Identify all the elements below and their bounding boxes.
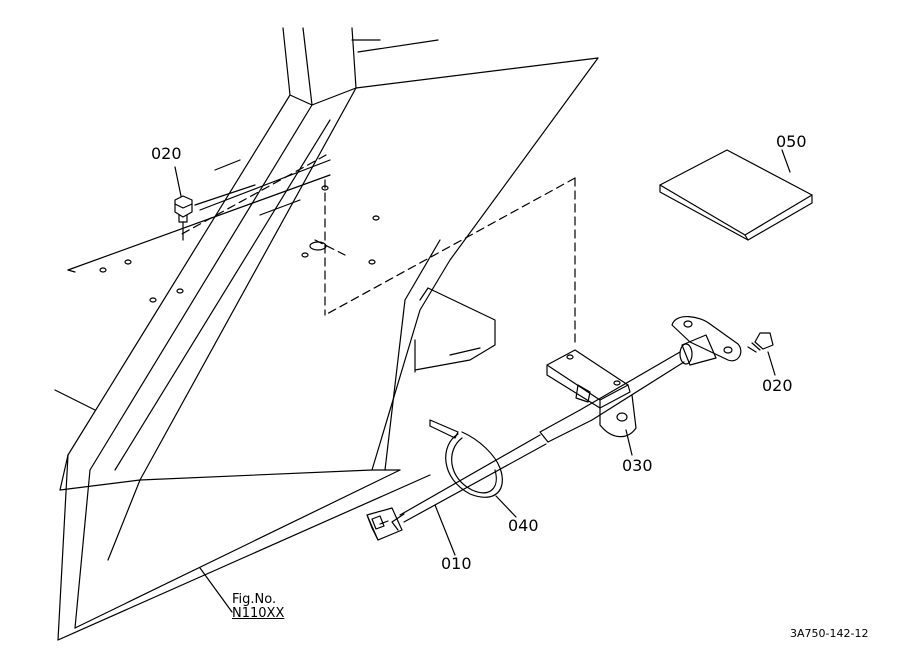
- bolt-right-icon: [747, 332, 774, 353]
- harness-icon: [366, 434, 547, 541]
- label-sheet-icon: [659, 149, 813, 241]
- leader-bolt-right: [767, 351, 776, 376]
- leader-bolt-left: [174, 166, 182, 197]
- leader-fig-no: [199, 567, 233, 613]
- bolt-left-icon: [174, 195, 193, 241]
- switch-assembly: [539, 316, 742, 443]
- figure-caption: Fig.No.: [232, 592, 277, 607]
- machine-frame: [54, 27, 599, 641]
- figure-number: N110XX: [232, 606, 285, 622]
- drawing-code: 3A750-142-12: [790, 627, 869, 640]
- bracket-icon: [546, 349, 637, 438]
- part-number-harness: 010: [441, 554, 472, 573]
- hidden-lines: [179, 154, 576, 346]
- leader-label-sheet: [781, 149, 791, 173]
- figure-number-block: Fig.No. N110XX: [232, 592, 285, 622]
- part-number-label-sheet: 050: [776, 132, 807, 151]
- part-number-bracket: 030: [622, 456, 653, 475]
- cable-tie-icon: [429, 419, 503, 498]
- part-number-bolt-right: 020: [762, 376, 793, 395]
- leader-harness: [434, 504, 456, 556]
- leader-bracket: [625, 429, 633, 456]
- part-number-bolt-left: 020: [151, 144, 182, 163]
- part-number-cable-tie: 040: [508, 516, 539, 535]
- mounting-holes: [99, 185, 380, 303]
- leader-cable-tie: [495, 495, 517, 518]
